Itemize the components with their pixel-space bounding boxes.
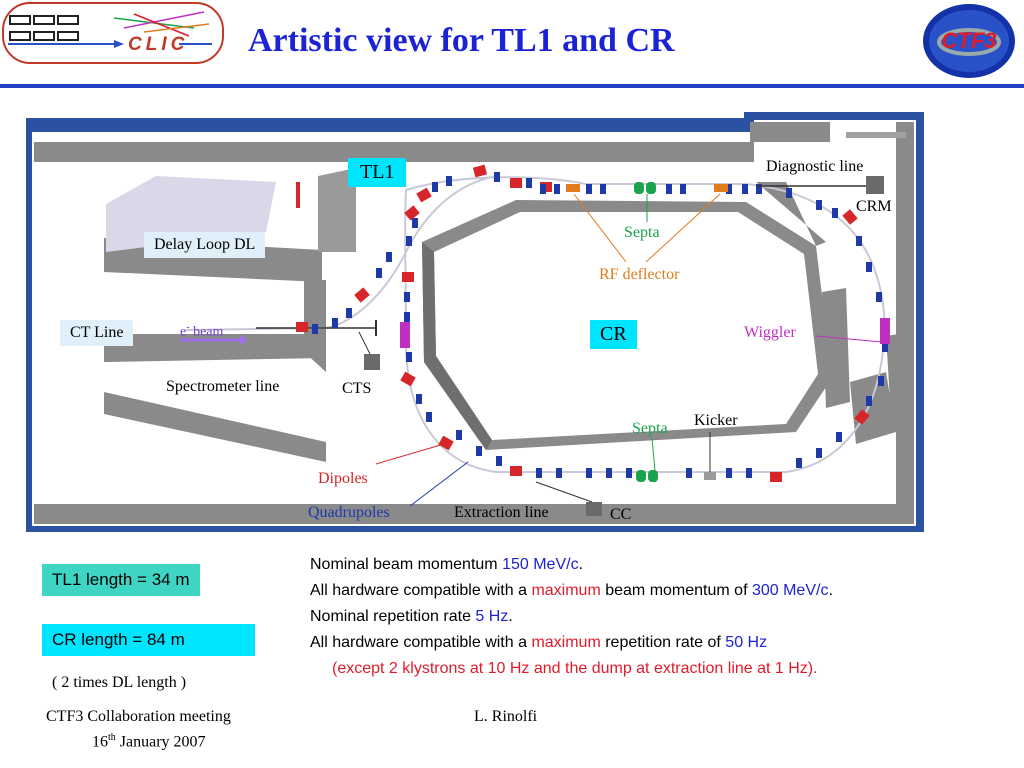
rf-deflector-label: RF deflector: [599, 266, 680, 283]
cc-label: CC: [610, 506, 632, 523]
clic-logo-graphic: [8, 11, 212, 48]
cts-label: CTS: [342, 380, 372, 397]
dipoles-label: Dipoles: [318, 470, 368, 487]
diagnostic-line-label: Diagnostic line: [766, 158, 864, 175]
page-title: Artistic view for TL1 and CR: [248, 22, 675, 59]
accelerator-diagram: TL1 CR Diagnostic line CRM Septa RF defl…: [26, 112, 924, 538]
info-line-2: All hardware compatible with a maximum b…: [310, 582, 833, 599]
cr-label: CR: [590, 320, 637, 349]
clic-logo-text: CLIC: [128, 34, 189, 55]
tl1-length-box: TL1 length = 34 m: [42, 564, 200, 596]
extraction-line-label: Extraction line: [454, 504, 549, 521]
header-divider: [0, 84, 1024, 88]
info-line-4: All hardware compatible with a maximum r…: [310, 634, 768, 651]
tl1-label: TL1: [348, 158, 407, 187]
kicker-label: Kicker: [694, 412, 738, 429]
clic-logo: [2, 2, 224, 64]
cr-length-box: CR length = 84 m: [42, 624, 255, 656]
septa-bottom-label: Septa: [632, 420, 668, 437]
info-line-1: Nominal beam momentum 150 MeV/c.: [310, 556, 584, 573]
crm-label: CRM: [856, 198, 892, 215]
spectrometer-line-label: Spectrometer line: [166, 378, 280, 395]
dl-length-note: ( 2 times DL length ): [52, 674, 187, 691]
ct-line-label: CT Line: [60, 320, 134, 346]
footer-date: 16th January 2007: [92, 732, 206, 751]
footer-author: L. Rinolfi: [474, 708, 538, 725]
e-beam-label: e- beam: [180, 322, 224, 340]
delay-loop-label: Delay Loop DL: [144, 232, 266, 258]
wiggler-label: Wiggler: [744, 324, 796, 341]
ctf3-logo: CTF3: [920, 2, 1018, 80]
septa-top-label: Septa: [624, 224, 660, 241]
footer-meeting: CTF3 Collaboration meeting: [46, 708, 231, 725]
info-line-3: Nominal repetition rate 5 Hz.: [310, 608, 513, 625]
ctf3-logo-text: CTF3: [942, 28, 997, 53]
quadrupoles-label: Quadrupoles: [308, 504, 390, 521]
info-line-5: (except 2 klystrons at 10 Hz and the dum…: [332, 660, 818, 677]
